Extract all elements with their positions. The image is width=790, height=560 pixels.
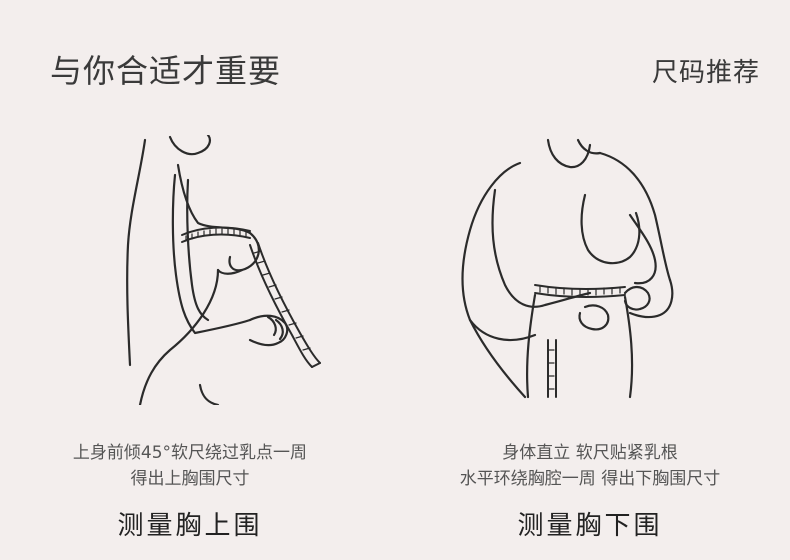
upper-bust-instructions: 上身前倾45°软尺绕过乳点一周 得出上胸围尺寸	[20, 440, 360, 492]
upper-bust-measurement-illustration	[126, 135, 321, 405]
under-bust-caption: 测量胸下围	[517, 511, 663, 541]
upper-bust-instruction-line-1: 上身前倾45°软尺绕过乳点一周	[72, 443, 308, 463]
under-bust-instructions: 身体直立 软尺贴紧乳根 水平环绕胸腔一周 得出下胸围尺寸	[400, 440, 780, 492]
page-title: 与你合适才重要	[50, 52, 282, 90]
upper-bust-caption: 测量胸上围	[117, 511, 263, 541]
page-subtitle: 尺码推荐	[651, 58, 760, 88]
under-bust-instruction-line-1: 身体直立 软尺贴紧乳根	[502, 443, 678, 463]
under-bust-instruction-line-2: 水平环绕胸腔一周 得出下胸围尺寸	[459, 469, 721, 489]
upper-bust-instruction-line-2: 得出上胸围尺寸	[130, 469, 250, 489]
under-bust-measurement-illustration	[461, 138, 674, 399]
